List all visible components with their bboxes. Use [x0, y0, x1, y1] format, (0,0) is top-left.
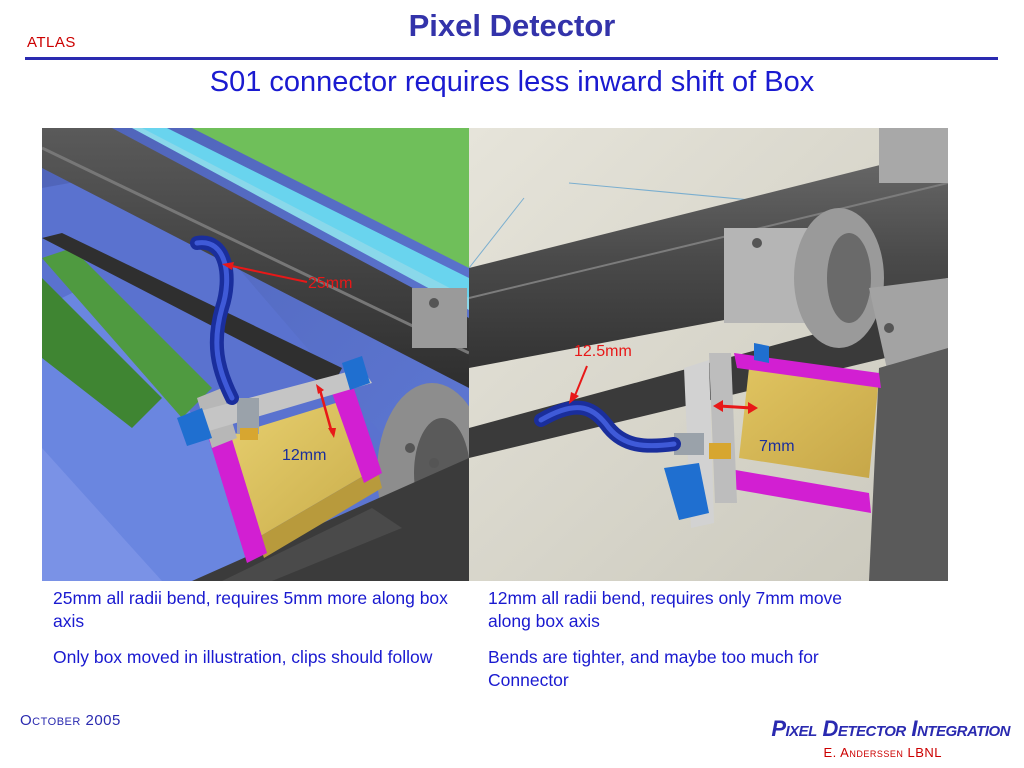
right-caption-connector: Bends are tighter, and maybe too much fo… — [488, 647, 819, 690]
footer-author: E. Anderssen LBNL — [823, 745, 942, 760]
slide-subtitle: S01 connector requires less inward shift… — [209, 66, 815, 98]
left-caption-clips: Only box moved in illustration, clips sh… — [53, 647, 433, 667]
footer-logo: Pixel Detector Integration — [771, 716, 1010, 741]
slide-title: Pixel Detector — [408, 8, 616, 43]
footer-date: October 2005 — [20, 712, 121, 729]
left-captions: 25mm all radii bend, requires 5mm more a… — [53, 587, 453, 682]
right-caption-bend: 12mm all radii bend, requires only 7mm m… — [488, 588, 843, 631]
left-bend-label: 25mm — [308, 275, 352, 292]
left-cad-rendering: 25mm 12mm — [42, 128, 469, 581]
title-divider — [25, 57, 998, 60]
right-cad-rendering: 12.5mm 7mm — [469, 128, 948, 581]
atlas-brand: ATLAS — [27, 34, 76, 51]
left-caption-bend: 25mm all radii bend, requires 5mm more a… — [53, 588, 448, 631]
right-captions: 12mm all radii bend, requires only 7mm m… — [488, 587, 888, 705]
left-shift-label: 12mm — [282, 447, 326, 464]
right-bend-label: 12.5mm — [574, 343, 632, 360]
right-shift-label: 7mm — [759, 438, 795, 455]
